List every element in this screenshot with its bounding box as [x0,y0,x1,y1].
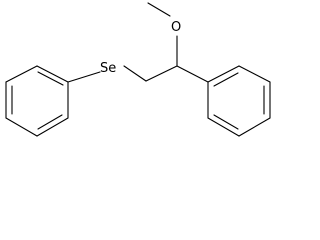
bond-methine-ring [176,65,209,83]
double-bond-left-b [37,114,63,130]
double-bond-right-c [213,114,239,130]
bond-oxygen-methyl [147,2,171,17]
bond-methylene-methine [145,65,178,82]
bond-ring-selenium [67,71,101,83]
selenium-atom-label: Se [100,61,116,76]
phenyl-ring-right [207,65,271,137]
double-bond-left-a [37,71,64,86]
double-bond-right-a [213,72,239,87]
bond-ring-left-3 [36,117,69,137]
bond-ring-left-1 [36,65,69,83]
chemical-structure: Se O [5,2,271,137]
bond-ring-right-1 [207,65,240,83]
phenyl-ring-left [5,65,69,137]
bond-ring-left-6 [5,65,38,83]
bond-ring-right-4 [238,117,271,137]
bond-ring-left-4 [5,117,38,137]
bond-selenium-methylene [123,65,147,82]
oxygen-atom-label: O [171,20,181,35]
bond-ring-right-5 [207,117,240,137]
bond-ring-right-2 [238,65,271,83]
